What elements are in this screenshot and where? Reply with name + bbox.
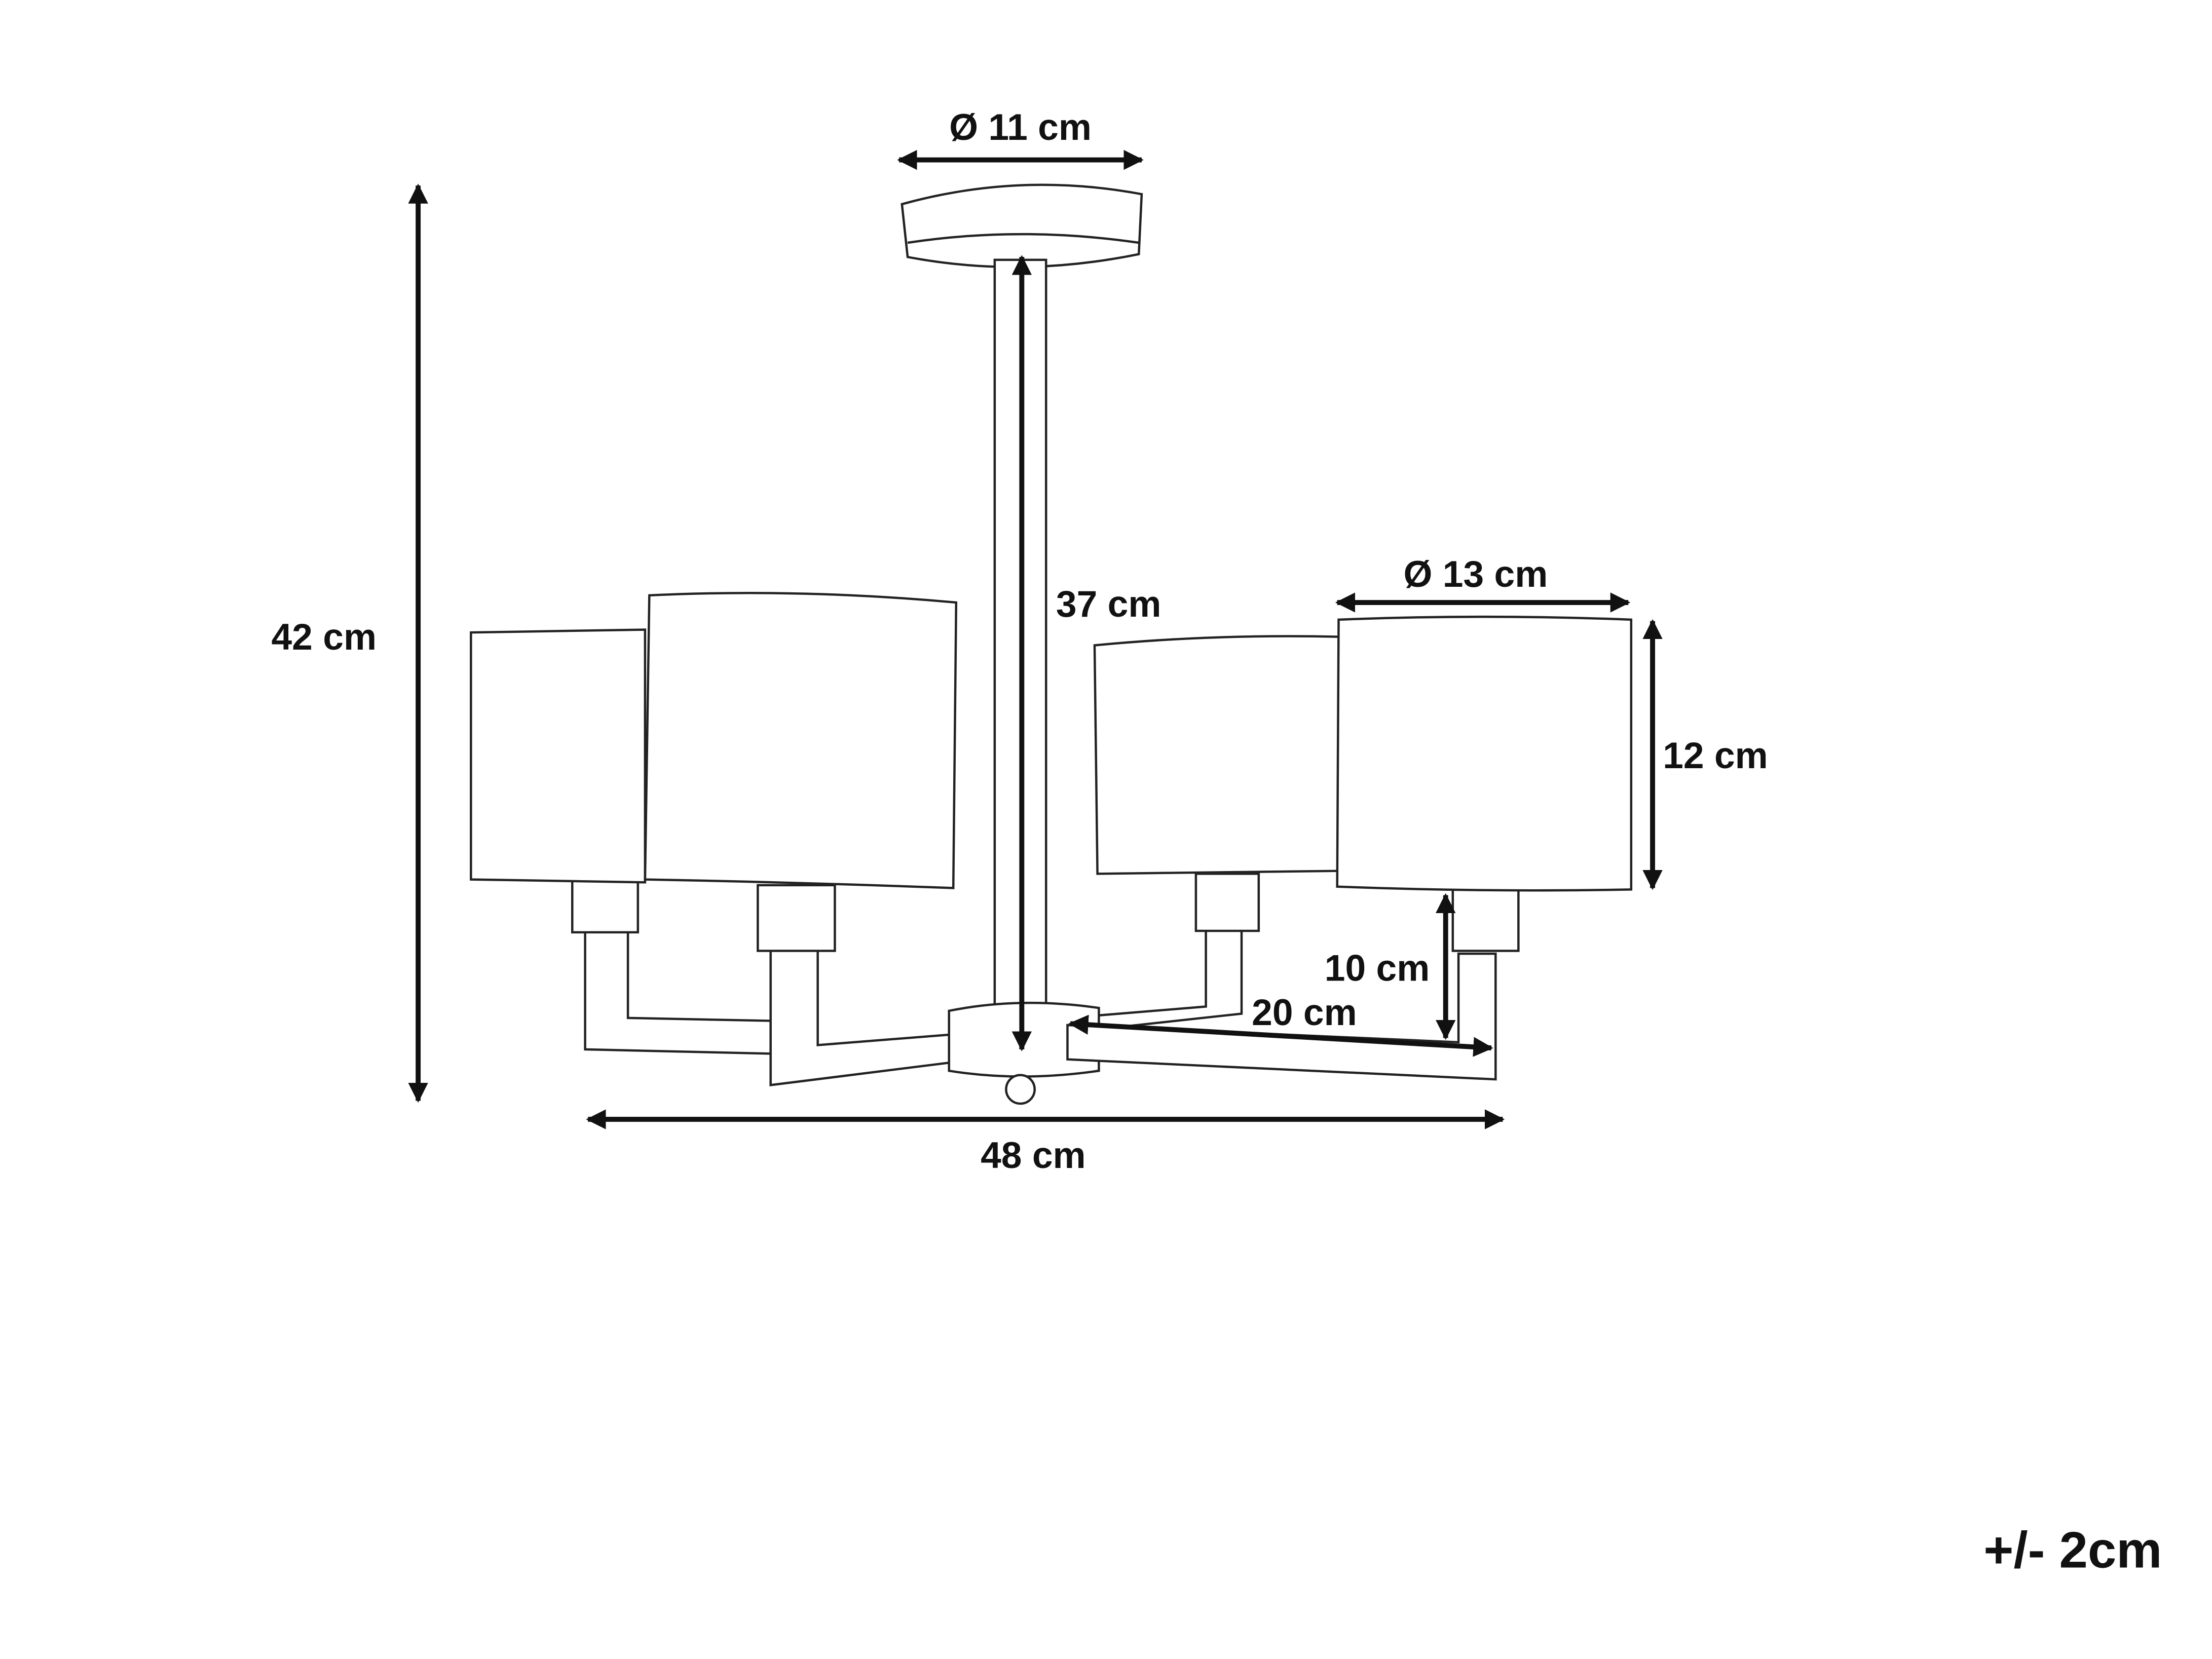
shade-diameter-label: Ø 13 cm [1403,553,1548,595]
shade-height-label: 12 cm [1663,735,1768,776]
canopy-diameter-label: Ø 11 cm [949,106,1092,148]
ceiling-canopy [901,183,1143,269]
total-height-label: 42 cm [271,616,377,658]
dim-arm-arrow [1068,1014,1493,1057]
socket-height-label: 10 cm [1325,948,1430,989]
lamp-left-back [470,628,772,1055]
lamp-right-back [1083,635,1340,1032]
lamp-drawing [470,183,1633,1105]
rod-length-label: 37 cm [1056,583,1161,625]
total-width-label: 48 cm [981,1135,1086,1176]
canopy-edge [907,233,1139,244]
dimension-lines [408,149,1663,1129]
lamp-left-front [644,591,1000,1086]
tolerance-note: +/- 2cm [1983,1522,2162,1579]
arm-length-label: 20 cm [1252,992,1357,1033]
